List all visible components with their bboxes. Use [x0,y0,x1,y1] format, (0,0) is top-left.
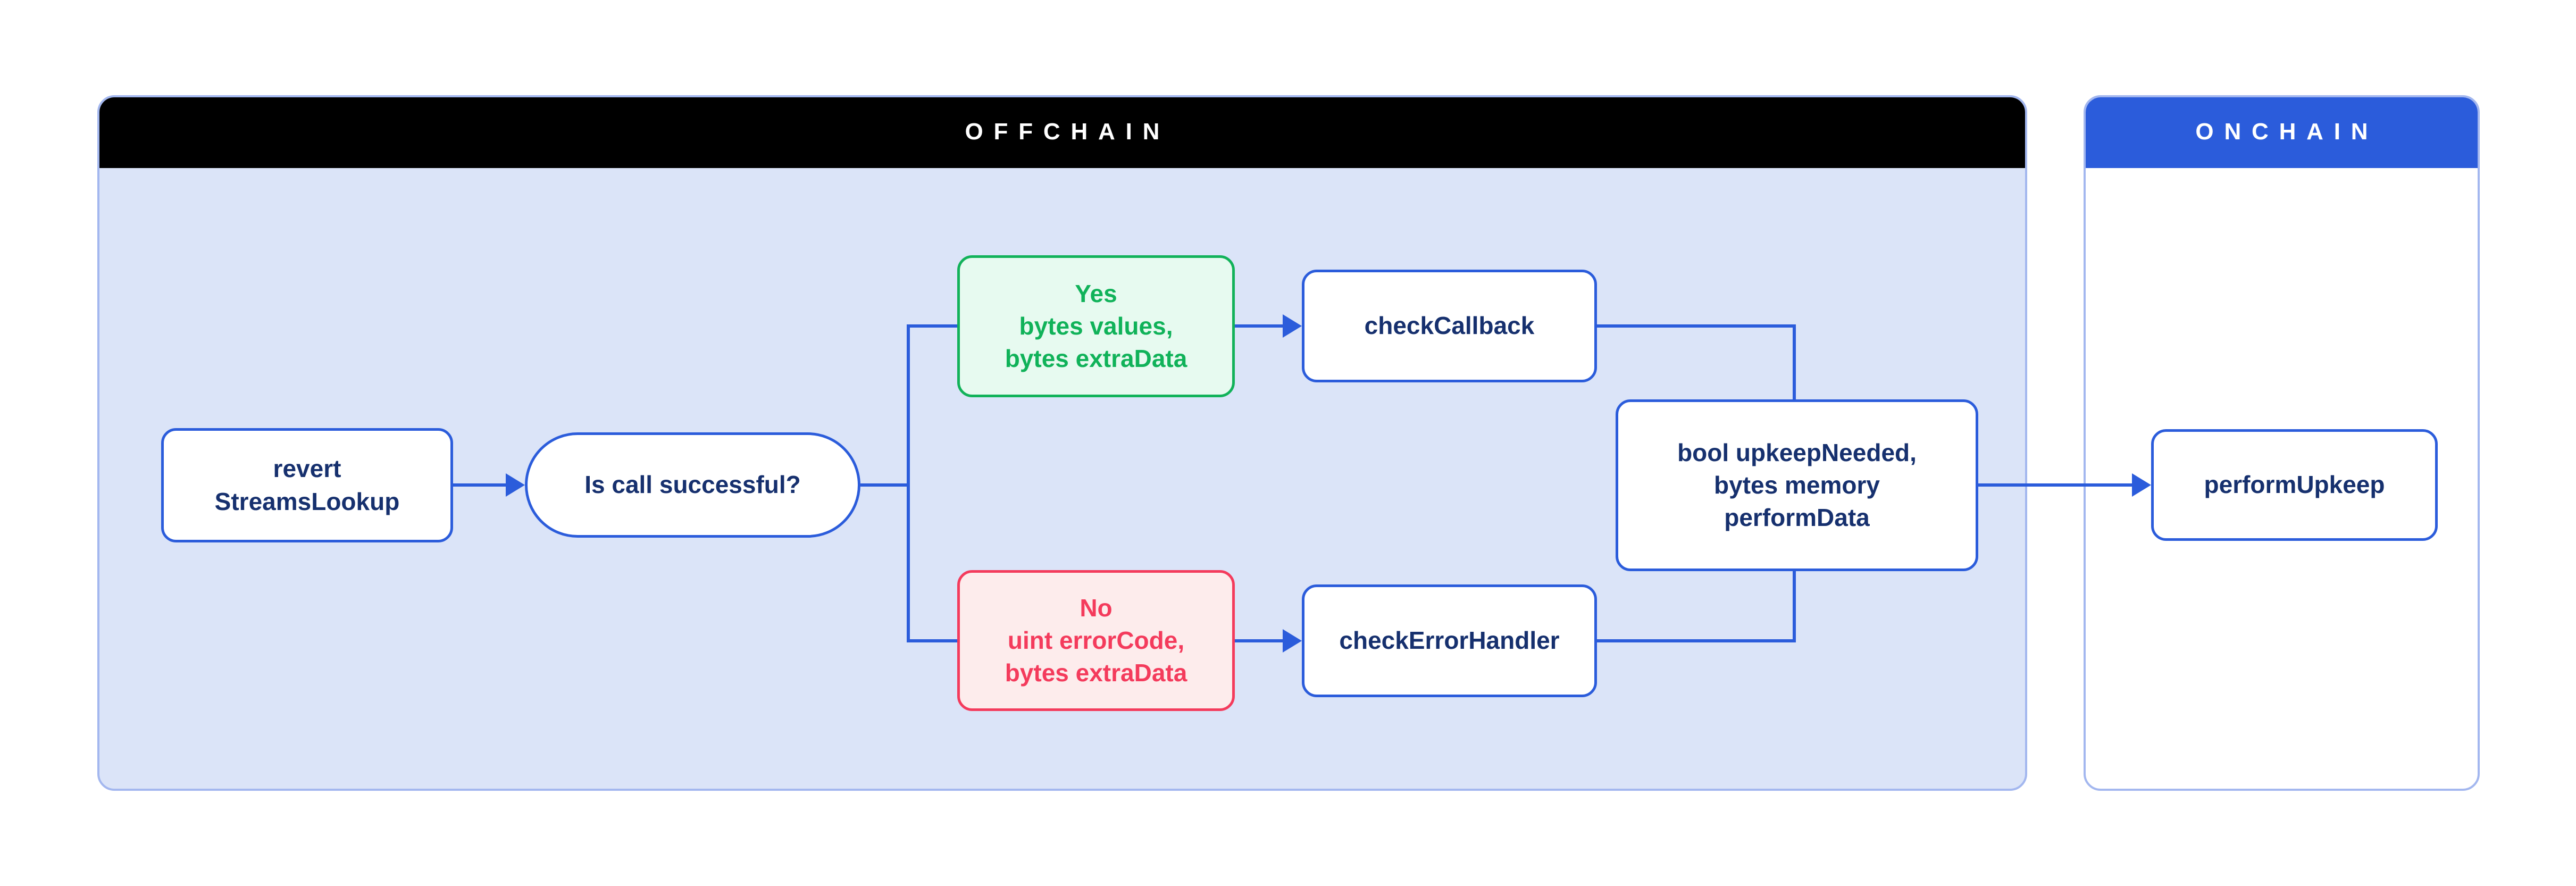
edge-upkeep-to-performupkeep-arrowhead [2132,473,2151,497]
node-check-error-handler-label: checkErrorHandler [1339,626,1560,655]
offchain-header: OFFCHAIN [99,97,2025,168]
node-check-callback-label: checkCallback [1364,312,1535,340]
edge-upkeep-to-performupkeep-line [1978,483,2132,487]
node-line: bytes memory [1714,471,1880,499]
edge-checkerrorhandler-to-upkeep-vline [1793,571,1796,642]
edge-checkerrorhandler-to-upkeep-hline [1597,639,1796,642]
onchain-header: ONCHAIN [2086,97,2478,168]
node-perform-upkeep: performUpkeep [2151,429,2438,541]
node-no-branch: No uint errorCode, bytes extraData [957,570,1235,711]
edge-checkcallback-to-upkeep-hline [1597,324,1796,328]
edge-revert-to-decision-arrowhead [506,473,525,497]
node-upkeep-result: bool upkeepNeeded, bytes memory performD… [1616,399,1978,571]
node-line: revert [273,455,341,483]
node-upkeep-text: bool upkeepNeeded, bytes memory performD… [1677,437,1917,534]
node-no-text: No uint errorCode, bytes extraData [1005,592,1187,690]
node-line: bytes extraData [1005,659,1187,687]
node-revert-streams-lookup: revert StreamsLookup [161,428,453,542]
edge-no-to-checkerrorhandler-arrowhead [1283,629,1302,653]
node-line: StreamsLookup [214,487,400,515]
node-yes-branch: Yes bytes values, bytes extraData [957,255,1235,397]
node-revert-text: revert StreamsLookup [215,453,400,517]
offchain-header-label: OFFCHAIN [965,118,1170,145]
edge-branch-to-yes-line [907,324,957,328]
node-line: Yes [1075,279,1117,307]
edge-yes-to-checkcallback-line [1235,324,1283,328]
node-perform-upkeep-label: performUpkeep [2204,471,2385,499]
edge-checkcallback-to-upkeep-vline [1793,324,1796,399]
edge-branch-vertical-line [907,324,910,642]
edge-decision-to-branch-line [860,483,910,487]
onchain-header-label: ONCHAIN [2195,118,2379,145]
edge-yes-to-checkcallback-arrowhead [1283,314,1302,338]
node-decision-label: Is call successful? [584,471,801,499]
edge-revert-to-decision-line [453,483,506,487]
node-line: bytes extraData [1005,345,1187,373]
node-line: performData [1724,504,1870,532]
edge-branch-to-no-line [907,639,957,642]
node-check-callback: checkCallback [1302,270,1597,382]
node-line: bytes values, [1019,312,1173,340]
node-check-error-handler: checkErrorHandler [1302,584,1597,697]
node-is-call-successful: Is call successful? [525,432,860,538]
node-yes-text: Yes bytes values, bytes extraData [1005,278,1187,375]
node-line: No [1080,594,1113,622]
node-line: uint errorCode, [1007,626,1185,654]
edge-no-to-checkerrorhandler-line [1235,639,1283,642]
node-line: bool upkeepNeeded, [1677,438,1917,466]
